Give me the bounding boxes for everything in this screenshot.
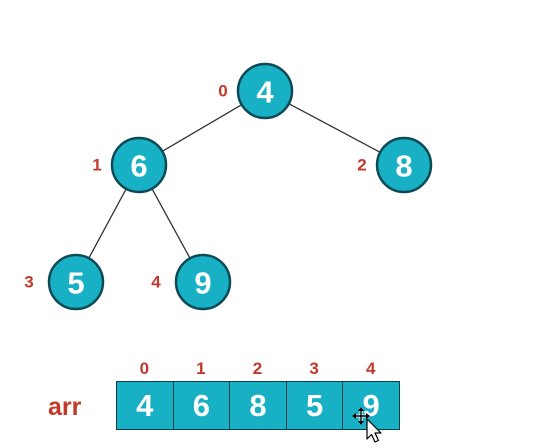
array-cell: 4 <box>117 382 174 429</box>
array-index: 1 <box>196 359 206 378</box>
array-index: 4 <box>365 359 376 378</box>
tree-node-index: 2 <box>357 156 366 175</box>
move-cursor-icon <box>352 407 382 443</box>
tree-node-circle <box>236 62 294 120</box>
tree-node-circle <box>47 253 105 311</box>
tree-node: 94 <box>151 253 232 311</box>
array-index: 0 <box>139 359 150 378</box>
tree-node-value: 4 <box>256 75 274 110</box>
tree-node: 53 <box>24 253 105 311</box>
array-cell: 9 <box>343 382 399 429</box>
array-index: 2 <box>252 359 263 378</box>
tree-edge <box>161 104 243 152</box>
array-index-row: 0 1 2 3 4 <box>116 359 399 379</box>
tree-node-value: 6 <box>130 149 147 184</box>
array-cell: 5 <box>286 382 344 429</box>
tree-edge <box>288 103 381 153</box>
tree-node-index: 1 <box>92 156 101 175</box>
array-cells: 4 6 8 5 9 <box>116 381 400 430</box>
tree-node: 82 <box>357 136 433 194</box>
tree-node-index: 3 <box>24 273 33 292</box>
array-cell: 8 <box>230 382 287 429</box>
tree-node-index: 4 <box>151 273 161 292</box>
tree-edges <box>88 103 381 259</box>
tree-node-value: 9 <box>194 266 211 301</box>
tree-node-value: 8 <box>395 149 412 184</box>
array-index: 3 <box>309 359 319 378</box>
tree-node-value: 5 <box>67 266 84 301</box>
tree-edge <box>88 188 127 259</box>
tree-node-circle <box>110 136 168 194</box>
tree-edge <box>151 188 191 259</box>
tree-node-circle <box>174 253 232 311</box>
tree-node: 40 <box>218 62 294 120</box>
tree-node-index: 0 <box>218 82 227 101</box>
tree-node-circle <box>375 136 433 194</box>
array-cell: 6 <box>173 382 231 429</box>
tree-node: 61 <box>92 136 168 194</box>
array-label: arr <box>48 393 82 421</box>
